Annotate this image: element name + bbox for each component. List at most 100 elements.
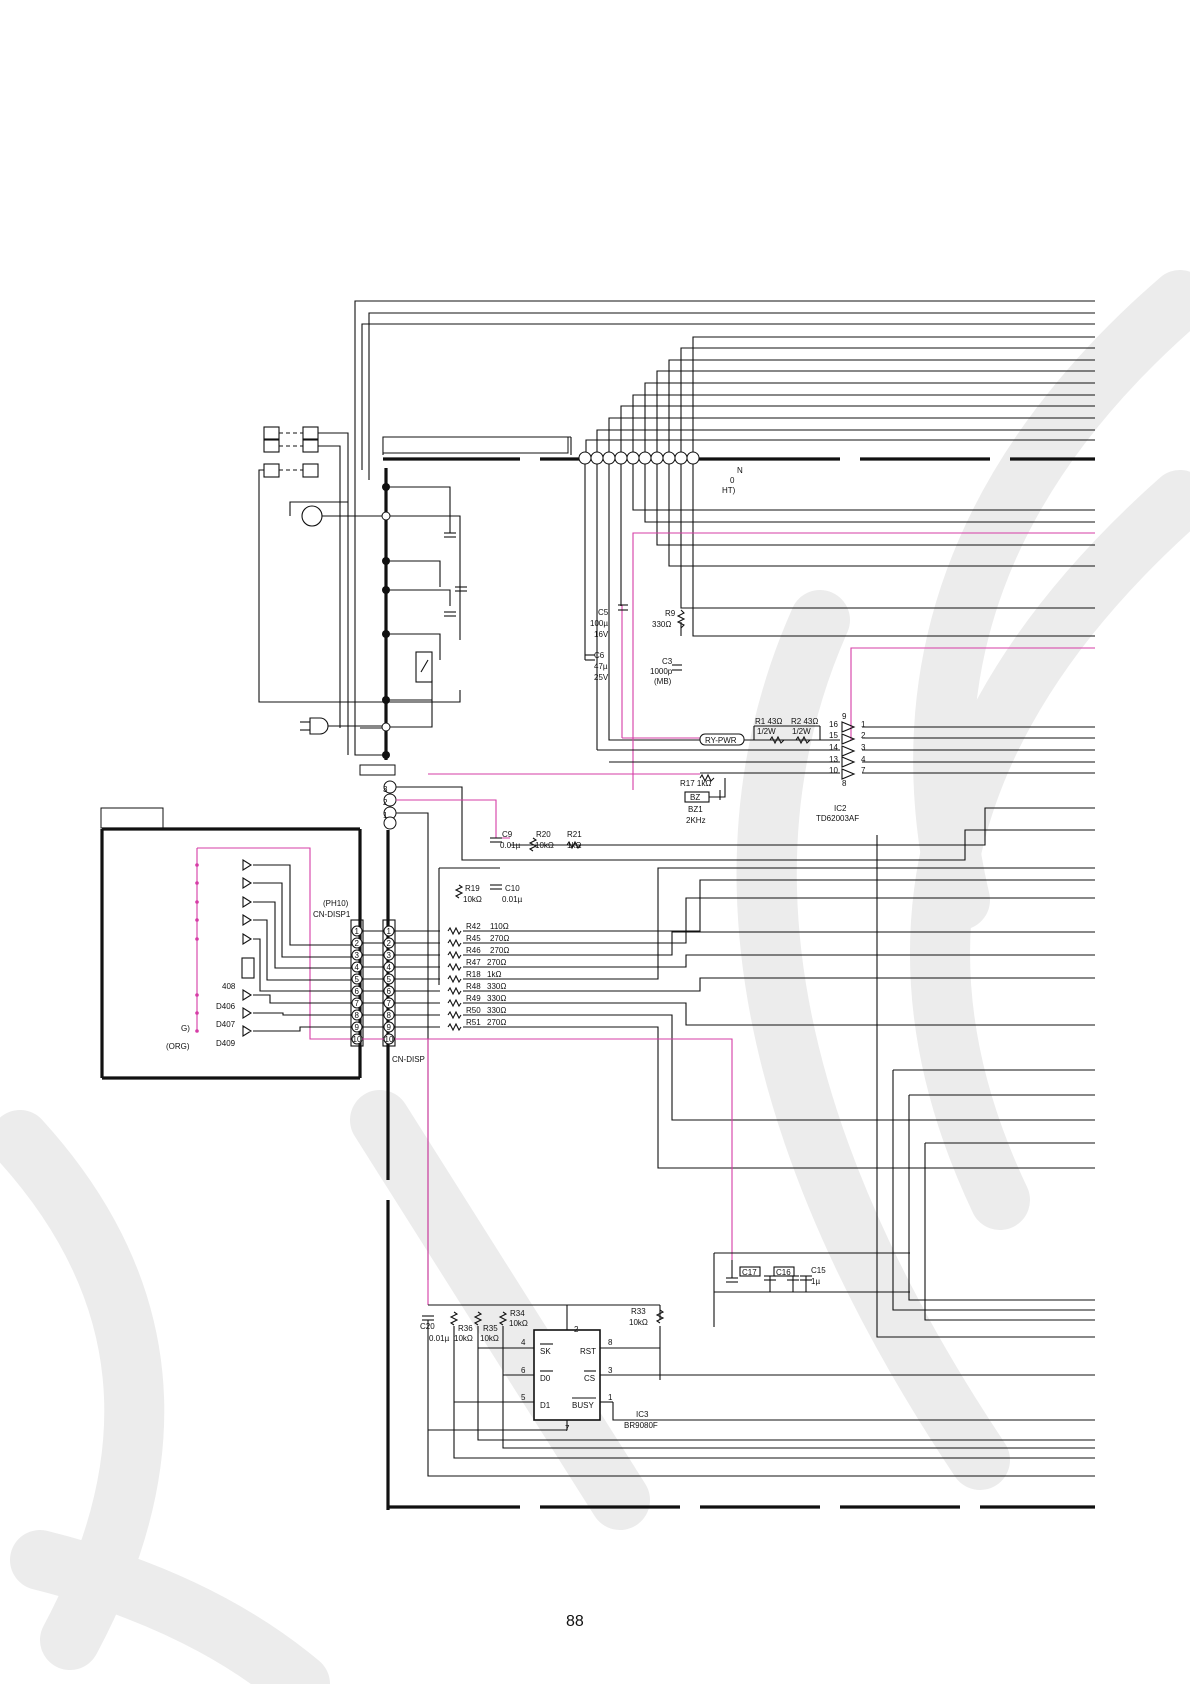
r20-label: R20 — [536, 830, 551, 839]
ic3-signal-cs: CS — [584, 1374, 595, 1383]
ic3-pin-4: 4 — [521, 1338, 526, 1347]
cn-top-label-0: 0 — [730, 476, 735, 485]
led-side-org: (ORG) — [166, 1042, 190, 1051]
ic3-pin-3: 3 — [608, 1366, 613, 1375]
r49-value: 330Ω — [487, 994, 506, 1003]
c3-label: C3 — [662, 657, 673, 666]
ic3-pin-8: 8 — [608, 1338, 613, 1347]
r48-value: 330Ω — [487, 982, 506, 991]
ic3-signal-d0: D0 — [540, 1374, 551, 1383]
bz-box-label: BZ — [690, 793, 700, 802]
ry-pwr-label: RY-PWR — [705, 736, 737, 745]
cn-disp1-pin-9: 9 — [355, 1023, 360, 1032]
r1-label: R1 43Ω — [755, 717, 782, 726]
cn-top-label-n: N — [737, 466, 743, 475]
c9-value: 0.01µ — [500, 841, 521, 850]
r19-value: 10kΩ — [463, 895, 482, 904]
c10-label: C10 — [505, 884, 520, 893]
cn-disp-pin-2: 2 — [387, 939, 392, 948]
ic3-name: IC3 — [636, 1410, 649, 1419]
r35-value: 10kΩ — [480, 1334, 499, 1343]
cn3-pin-3: 3 — [383, 785, 388, 794]
r45-value: 270Ω — [490, 934, 509, 943]
r50-label: R50 — [466, 1006, 481, 1015]
c9-label: C9 — [502, 830, 513, 839]
cn-disp1-pin-6: 6 — [355, 987, 360, 996]
ic3-pin-7: 7 — [565, 1424, 570, 1433]
ic2-pin-10: 10 — [829, 766, 838, 775]
led-label-d406: D406 — [216, 1002, 236, 1011]
ph10-label: (PH10) — [323, 899, 349, 908]
top-connector-row — [578, 451, 700, 465]
ic2-part: TD62003AF — [816, 814, 859, 823]
r2-label: R2 43Ω — [791, 717, 818, 726]
c5-voltage: 16V — [594, 630, 609, 639]
cap-bank — [713, 1252, 910, 1327]
cn-disp-pin-7: 7 — [387, 999, 392, 1008]
cn-disp1-pin-5: 5 — [355, 975, 360, 984]
ic2-pin-3: 3 — [861, 743, 866, 752]
r33-label: R33 — [631, 1307, 646, 1316]
cn-disp-pin-1: 1 — [387, 927, 392, 936]
power-rail-dots — [381, 483, 391, 759]
r47-label: R47 — [466, 958, 481, 967]
led-label-d409: D409 — [216, 1039, 236, 1048]
cn-disp1-pin-10: 10 — [353, 1035, 362, 1044]
r36-value: 10kΩ — [454, 1334, 473, 1343]
led-symbols — [195, 859, 253, 1037]
cn-disp-pin-8: 8 — [387, 1011, 392, 1020]
r51-value: 270Ω — [487, 1018, 506, 1027]
c17-label: C17 — [742, 1268, 757, 1277]
r48-label: R48 — [466, 982, 481, 991]
cn-disp-pin-6: 6 — [387, 987, 392, 996]
c3-value: 1000p — [650, 667, 673, 676]
ic2-pin-4: 4 — [861, 755, 866, 764]
c6-label: C6 — [594, 651, 605, 660]
ic3-part: BR9080F — [624, 1421, 658, 1430]
cn-disp-pin-5: 5 — [387, 975, 392, 984]
r34-value: 10kΩ — [509, 1319, 528, 1328]
c15-value: 1µ — [811, 1277, 820, 1286]
cn-disp1-pin-1: 1 — [355, 927, 360, 936]
cn-disp-links — [362, 930, 384, 1040]
r46-label: R46 — [466, 946, 481, 955]
r36-label: R36 — [458, 1324, 473, 1333]
cn3-pin-1: 1 — [383, 811, 388, 820]
page-number: 88 — [566, 1613, 584, 1630]
r46-value: 270Ω — [490, 946, 509, 955]
ic2-pin-2: 2 — [861, 731, 866, 740]
ic3-pin-6: 6 — [521, 1366, 526, 1375]
r47-value: 270Ω — [487, 958, 506, 967]
c3-note: (MB) — [654, 677, 672, 686]
c6-voltage: 25V — [594, 673, 609, 682]
r1-watt: 1/2W — [757, 727, 776, 736]
r33-value: 10kΩ — [629, 1318, 648, 1327]
ic3-signal-sk: SK — [540, 1347, 551, 1356]
ic2-pin-13: 13 — [829, 755, 838, 764]
ic3-pin-1: 1 — [608, 1393, 613, 1402]
ic2-pin-8: 8 — [842, 779, 847, 788]
top-header-box — [382, 436, 569, 454]
bz1-label: BZ1 — [688, 805, 703, 814]
power-input-section — [258, 426, 467, 760]
ic2-pin-14: 14 — [829, 743, 838, 752]
led-board — [100, 807, 362, 1080]
c16-label: C16 — [776, 1268, 791, 1277]
cn-top-label-ht: HT) — [722, 486, 736, 495]
ic2-pin-16: 16 — [829, 720, 838, 729]
ic3-pin-5: 5 — [521, 1393, 526, 1402]
mid-header-box — [359, 764, 396, 776]
top-connector-outputs — [584, 464, 1095, 790]
r9-value: 330Ω — [652, 620, 671, 629]
power-caps — [585, 604, 686, 671]
cn-disp1-pin-7: 7 — [355, 999, 360, 1008]
cn-disp1-label: CN-DISP1 — [313, 910, 351, 919]
r21-label: R21 — [567, 830, 582, 839]
r42-label: R42 — [466, 922, 481, 931]
ic3-wiring — [422, 1304, 1095, 1477]
ic2-wiring — [428, 470, 1095, 803]
ic3-signal-busy: BUSY — [572, 1401, 594, 1410]
r20-value: 10kΩ — [535, 841, 554, 850]
cn-disp1-pin-2: 2 — [355, 939, 360, 948]
led-label-d407: D407 — [216, 1020, 236, 1029]
